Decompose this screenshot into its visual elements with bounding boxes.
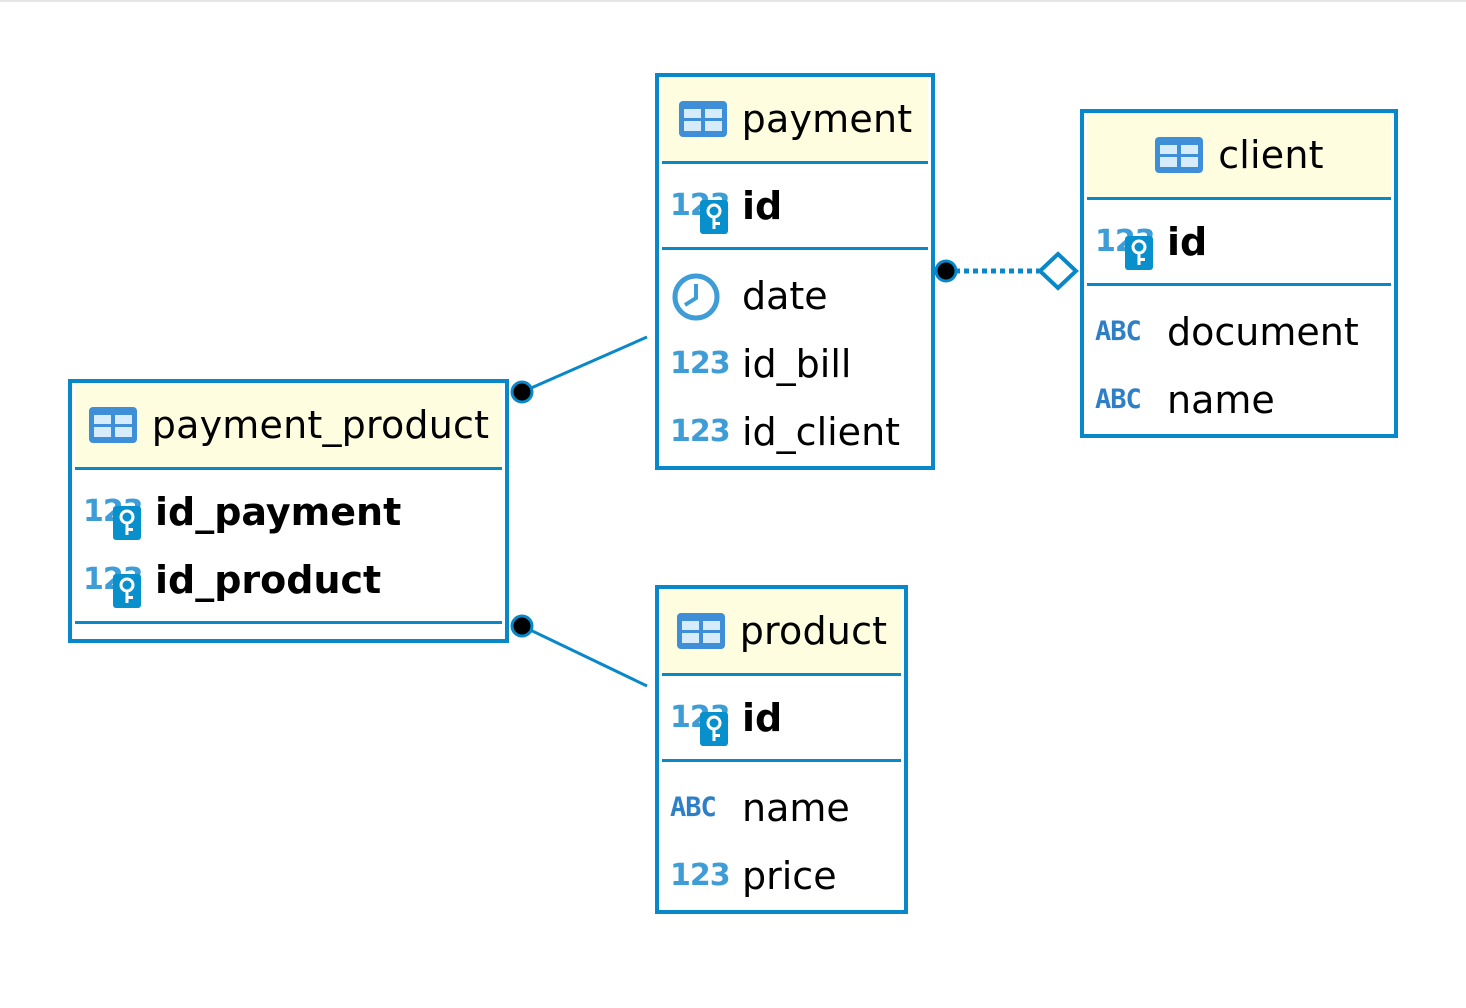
- column-name: id_bill: [742, 342, 852, 386]
- entity-header: payment_product: [75, 383, 502, 470]
- key-icon: 123: [83, 488, 145, 540]
- clock-icon: [670, 272, 732, 321]
- relationship-payment_product-product[interactable]: [521, 624, 648, 688]
- columns-section: ABC name 123 price: [662, 762, 901, 910]
- table-icon: [1155, 137, 1204, 173]
- table-icon: [678, 101, 727, 137]
- entity-payment[interactable]: payment 123 id date 123 id_bill 123 id_c…: [655, 73, 935, 470]
- entity-product[interactable]: product 123 id ABC name 123 price: [655, 585, 908, 914]
- entity-header: product: [662, 589, 901, 676]
- column-row[interactable]: 123 id_payment: [83, 478, 502, 546]
- relationship-dot-endpoint: [510, 614, 534, 638]
- text-type-icon: ABC: [670, 792, 717, 823]
- entity-title: payment_product: [151, 403, 490, 447]
- column-name: id_product: [155, 558, 382, 602]
- column-name: date: [742, 274, 828, 318]
- columns-section: date 123 id_bill 123 id_client: [662, 250, 928, 466]
- entity-header: payment: [662, 77, 928, 164]
- column-row[interactable]: 123 id_client: [670, 398, 928, 466]
- columns-section: [75, 624, 502, 639]
- entity-payment_product[interactable]: payment_product 123 id_payment 123 id_pr…: [68, 379, 509, 643]
- column-name: name: [742, 786, 850, 830]
- column-name: id_payment: [155, 490, 402, 534]
- column-name: price: [742, 854, 837, 898]
- column-row[interactable]: ABC name: [670, 774, 901, 842]
- table-icon: [676, 613, 725, 649]
- top-divider: [0, 0, 1466, 2]
- column-name: name: [1167, 378, 1275, 422]
- relationship-dot-endpoint: [934, 259, 958, 283]
- pk-section: 123 id_payment 123 id_product: [75, 470, 502, 624]
- number-type-icon: 123: [670, 858, 731, 893]
- column-row[interactable]: 123 id: [670, 172, 928, 240]
- key-icon: 123: [670, 182, 732, 234]
- column-row[interactable]: ABC name: [1095, 366, 1391, 434]
- key-icon: 123: [670, 694, 732, 746]
- entity-title: client: [1218, 133, 1324, 177]
- key-icon: 123: [1095, 218, 1157, 270]
- text-type-icon: ABC: [1095, 316, 1142, 347]
- pk-section: 123 id: [662, 164, 928, 250]
- column-row[interactable]: 123 id: [1095, 208, 1391, 276]
- relationship-diamond-endpoint: [1037, 251, 1079, 291]
- number-type-icon: 123: [670, 346, 731, 381]
- text-type-icon: ABC: [1095, 384, 1142, 415]
- columns-section: ABC document ABC name: [1087, 286, 1391, 434]
- entity-client[interactable]: client 123 id ABC document ABC name: [1080, 109, 1398, 438]
- column-row[interactable]: 123 id: [670, 684, 901, 752]
- key-icon: 123: [83, 556, 145, 608]
- column-row[interactable]: date: [670, 262, 928, 330]
- relationship-payment_product-payment[interactable]: [521, 335, 648, 394]
- table-icon: [88, 407, 137, 443]
- pk-section: 123 id: [662, 676, 901, 762]
- column-row[interactable]: ABC document: [1095, 298, 1391, 366]
- pk-section: 123 id: [1087, 200, 1391, 286]
- column-name: id_client: [742, 410, 901, 454]
- column-row[interactable]: 123 id_bill: [670, 330, 928, 398]
- column-name: id: [742, 184, 783, 228]
- column-name: document: [1167, 310, 1359, 354]
- entity-title: payment: [741, 97, 913, 141]
- entity-title: product: [739, 609, 888, 653]
- column-row[interactable]: 123 id_product: [83, 546, 502, 614]
- number-type-icon: 123: [670, 414, 731, 449]
- column-name: id: [742, 696, 783, 740]
- relationship-dot-endpoint: [510, 380, 534, 404]
- column-row[interactable]: 123 price: [670, 842, 901, 910]
- entity-header: client: [1087, 113, 1391, 200]
- column-name: id: [1167, 220, 1208, 264]
